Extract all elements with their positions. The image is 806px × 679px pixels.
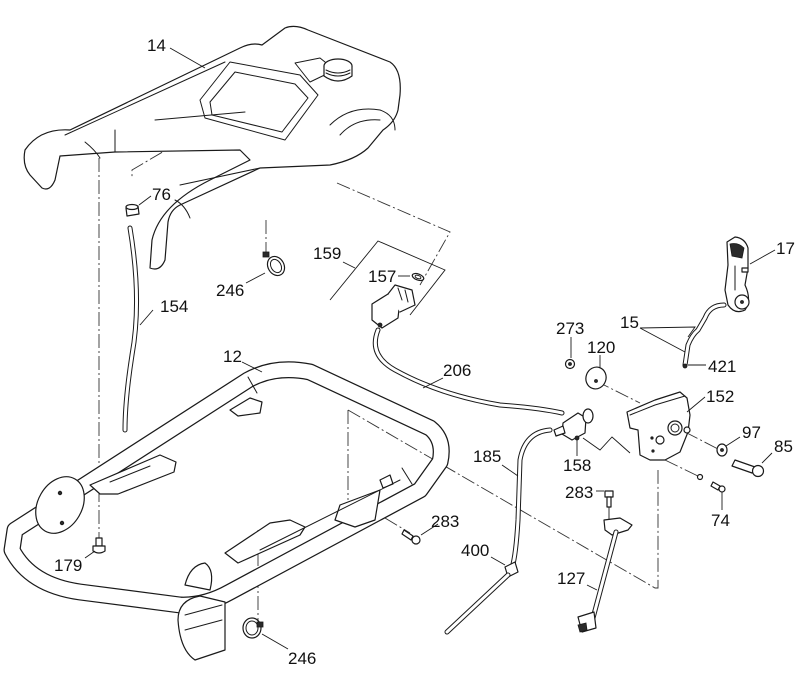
callout-273: 273 <box>556 319 584 338</box>
part-283-flange-bolt-right[interactable] <box>604 490 614 508</box>
part-97-washer[interactable] <box>716 443 728 457</box>
callout-283-left: 283 <box>431 512 459 531</box>
callout-127: 127 <box>557 569 585 588</box>
callouts: 14 76 246 154 159 157 12 206 17 15 273 1… <box>54 36 795 668</box>
callout-283-right: 283 <box>565 483 593 502</box>
part-206-fuel-hose[interactable] <box>372 327 565 416</box>
phantom-line-74 <box>664 459 701 478</box>
part-421-rod-end[interactable] <box>682 363 688 369</box>
part-157-o-ring[interactable] <box>411 272 425 282</box>
callout-76: 76 <box>152 185 171 204</box>
leader-lines <box>84 47 776 650</box>
part-15-control-rod[interactable] <box>682 302 727 368</box>
callout-15: 15 <box>620 313 639 332</box>
part-283-flange-bolt-left[interactable] <box>401 529 421 545</box>
callout-421: 421 <box>708 357 736 376</box>
callout-206: 206 <box>443 361 471 380</box>
callout-97: 97 <box>742 423 761 442</box>
callout-179: 179 <box>54 556 82 575</box>
callout-158: 158 <box>563 456 591 475</box>
callout-152: 152 <box>706 387 734 406</box>
part-76-grommet[interactable] <box>125 203 140 217</box>
callout-185: 185 <box>473 447 501 466</box>
part-74-screw[interactable] <box>696 473 726 493</box>
part-120-washer-disc[interactable] <box>583 364 609 392</box>
callout-17: 17 <box>776 239 795 258</box>
part-158-fuel-cock[interactable] <box>553 408 631 454</box>
part-85-bolt[interactable] <box>731 459 765 478</box>
callout-246-top: 246 <box>216 281 244 300</box>
part-17-control-handle[interactable] <box>724 236 750 313</box>
phantom-line-frame-right <box>347 409 659 589</box>
callout-74: 74 <box>711 511 730 530</box>
part-152-control-bracket[interactable] <box>626 391 691 461</box>
callout-400: 400 <box>461 541 489 560</box>
callout-157: 157 <box>368 267 396 286</box>
part-12-frame[interactable] <box>3 361 450 661</box>
part-159-fuel-valve-assembly[interactable] <box>329 240 446 329</box>
part-246-hose-clamp-bottom[interactable] <box>242 617 264 639</box>
part-14-fuel-tank-cover[interactable] <box>23 25 401 270</box>
callout-246-bottom: 246 <box>288 649 316 668</box>
callout-85: 85 <box>774 437 793 456</box>
part-154-vent-hose[interactable] <box>122 225 140 433</box>
callout-159: 159 <box>313 244 341 263</box>
callout-14: 14 <box>147 36 166 55</box>
part-246-hose-clamp-top[interactable] <box>262 251 288 279</box>
phantom-line-97 <box>684 431 721 451</box>
part-273-nut[interactable] <box>564 358 576 370</box>
part-127-stay-rod[interactable] <box>577 507 633 633</box>
callout-154: 154 <box>160 297 188 316</box>
phantom-line-283 <box>384 517 411 534</box>
part-400-drain-tube[interactable] <box>444 561 519 635</box>
callout-12: 12 <box>223 347 242 366</box>
phantom-line-159 <box>336 182 451 286</box>
callout-120: 120 <box>587 338 615 357</box>
part-179-bolt[interactable] <box>92 537 106 554</box>
part-185-fuel-line[interactable] <box>509 427 553 571</box>
